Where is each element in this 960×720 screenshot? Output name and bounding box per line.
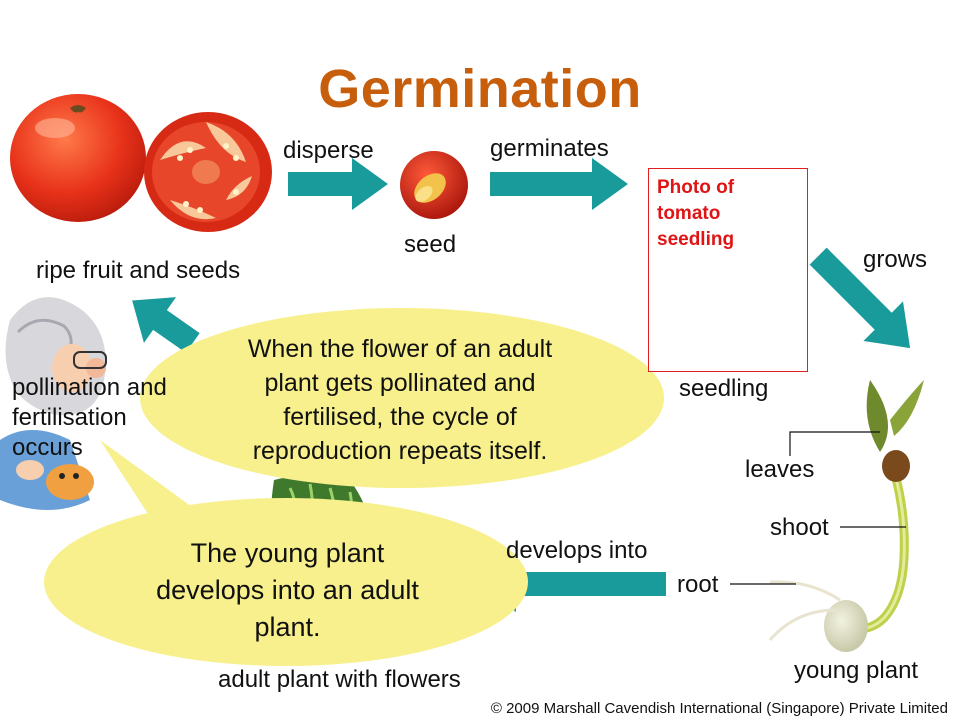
- photo-text-line3: seedling: [657, 229, 735, 250]
- develops-into-arrow: [476, 556, 666, 612]
- seedling-photo-placeholder: [648, 168, 808, 372]
- whole-tomato-image: [10, 94, 146, 222]
- disperse-label: disperse: [283, 137, 374, 164]
- shoot-label: shoot: [770, 514, 829, 541]
- young-plant-image: [768, 380, 924, 652]
- disperse-arrow: [288, 158, 388, 210]
- pollination-line1: pollination and: [12, 374, 167, 401]
- bottom-bubble-text: The young plant develops into an adult p…: [100, 535, 475, 646]
- leaves-pointer-line: [789, 431, 880, 456]
- top-bubble-line1: When the flower of an adult: [247, 335, 553, 363]
- adult-plant-label: adult plant with flowers: [218, 666, 461, 693]
- seed-label: seed: [404, 231, 457, 258]
- top-bubble-line3: fertilised, the cycle of: [283, 403, 517, 431]
- pollination-line3: occurs: [12, 434, 83, 461]
- grows-arrow: [809, 247, 911, 349]
- page-title: Germination: [318, 59, 642, 119]
- leaves-label: leaves: [745, 456, 815, 483]
- photo-text-line1: Photo of: [657, 177, 735, 198]
- top-bubble-line4: reproduction repeats itself.: [252, 437, 548, 465]
- copyright-text: © 2009 Marshall Cavendish International …: [490, 700, 948, 717]
- ripe-fruit-label: ripe fruit and seeds: [36, 257, 241, 284]
- bottom-bubble-line1: The young plant: [190, 538, 385, 568]
- young-plant-label: young plant: [794, 657, 919, 684]
- top-bubble-text: When the flower of an adult plant gets p…: [180, 332, 620, 468]
- bottom-bubble-line2: develops into an adult: [156, 575, 419, 605]
- germinates-label: germinates: [490, 135, 609, 162]
- pollination-label: pollination and fertilisation occurs: [12, 373, 167, 463]
- top-bubble-line2: plant gets pollinated and: [264, 369, 536, 397]
- root-label: root: [677, 571, 719, 598]
- bottom-bubble-line3: plant.: [254, 612, 321, 642]
- seedling-label: seedling: [679, 375, 769, 402]
- seed-image: [400, 151, 468, 219]
- photo-text-line2: tomato: [657, 203, 721, 224]
- germinates-arrow: [490, 158, 628, 210]
- bottom-speech-bubble: [44, 440, 528, 666]
- pollination-arrow: [132, 297, 200, 353]
- grows-label: grows: [863, 246, 928, 273]
- develops-into-label: develops into: [506, 537, 648, 564]
- teacher-character-image: [0, 297, 107, 510]
- photo-placeholder-text: Photo of tomato seedling: [657, 175, 797, 253]
- cut-tomato-image: [144, 112, 272, 232]
- top-speech-bubble: [140, 308, 664, 488]
- pollination-line2: fertilisation: [12, 404, 127, 431]
